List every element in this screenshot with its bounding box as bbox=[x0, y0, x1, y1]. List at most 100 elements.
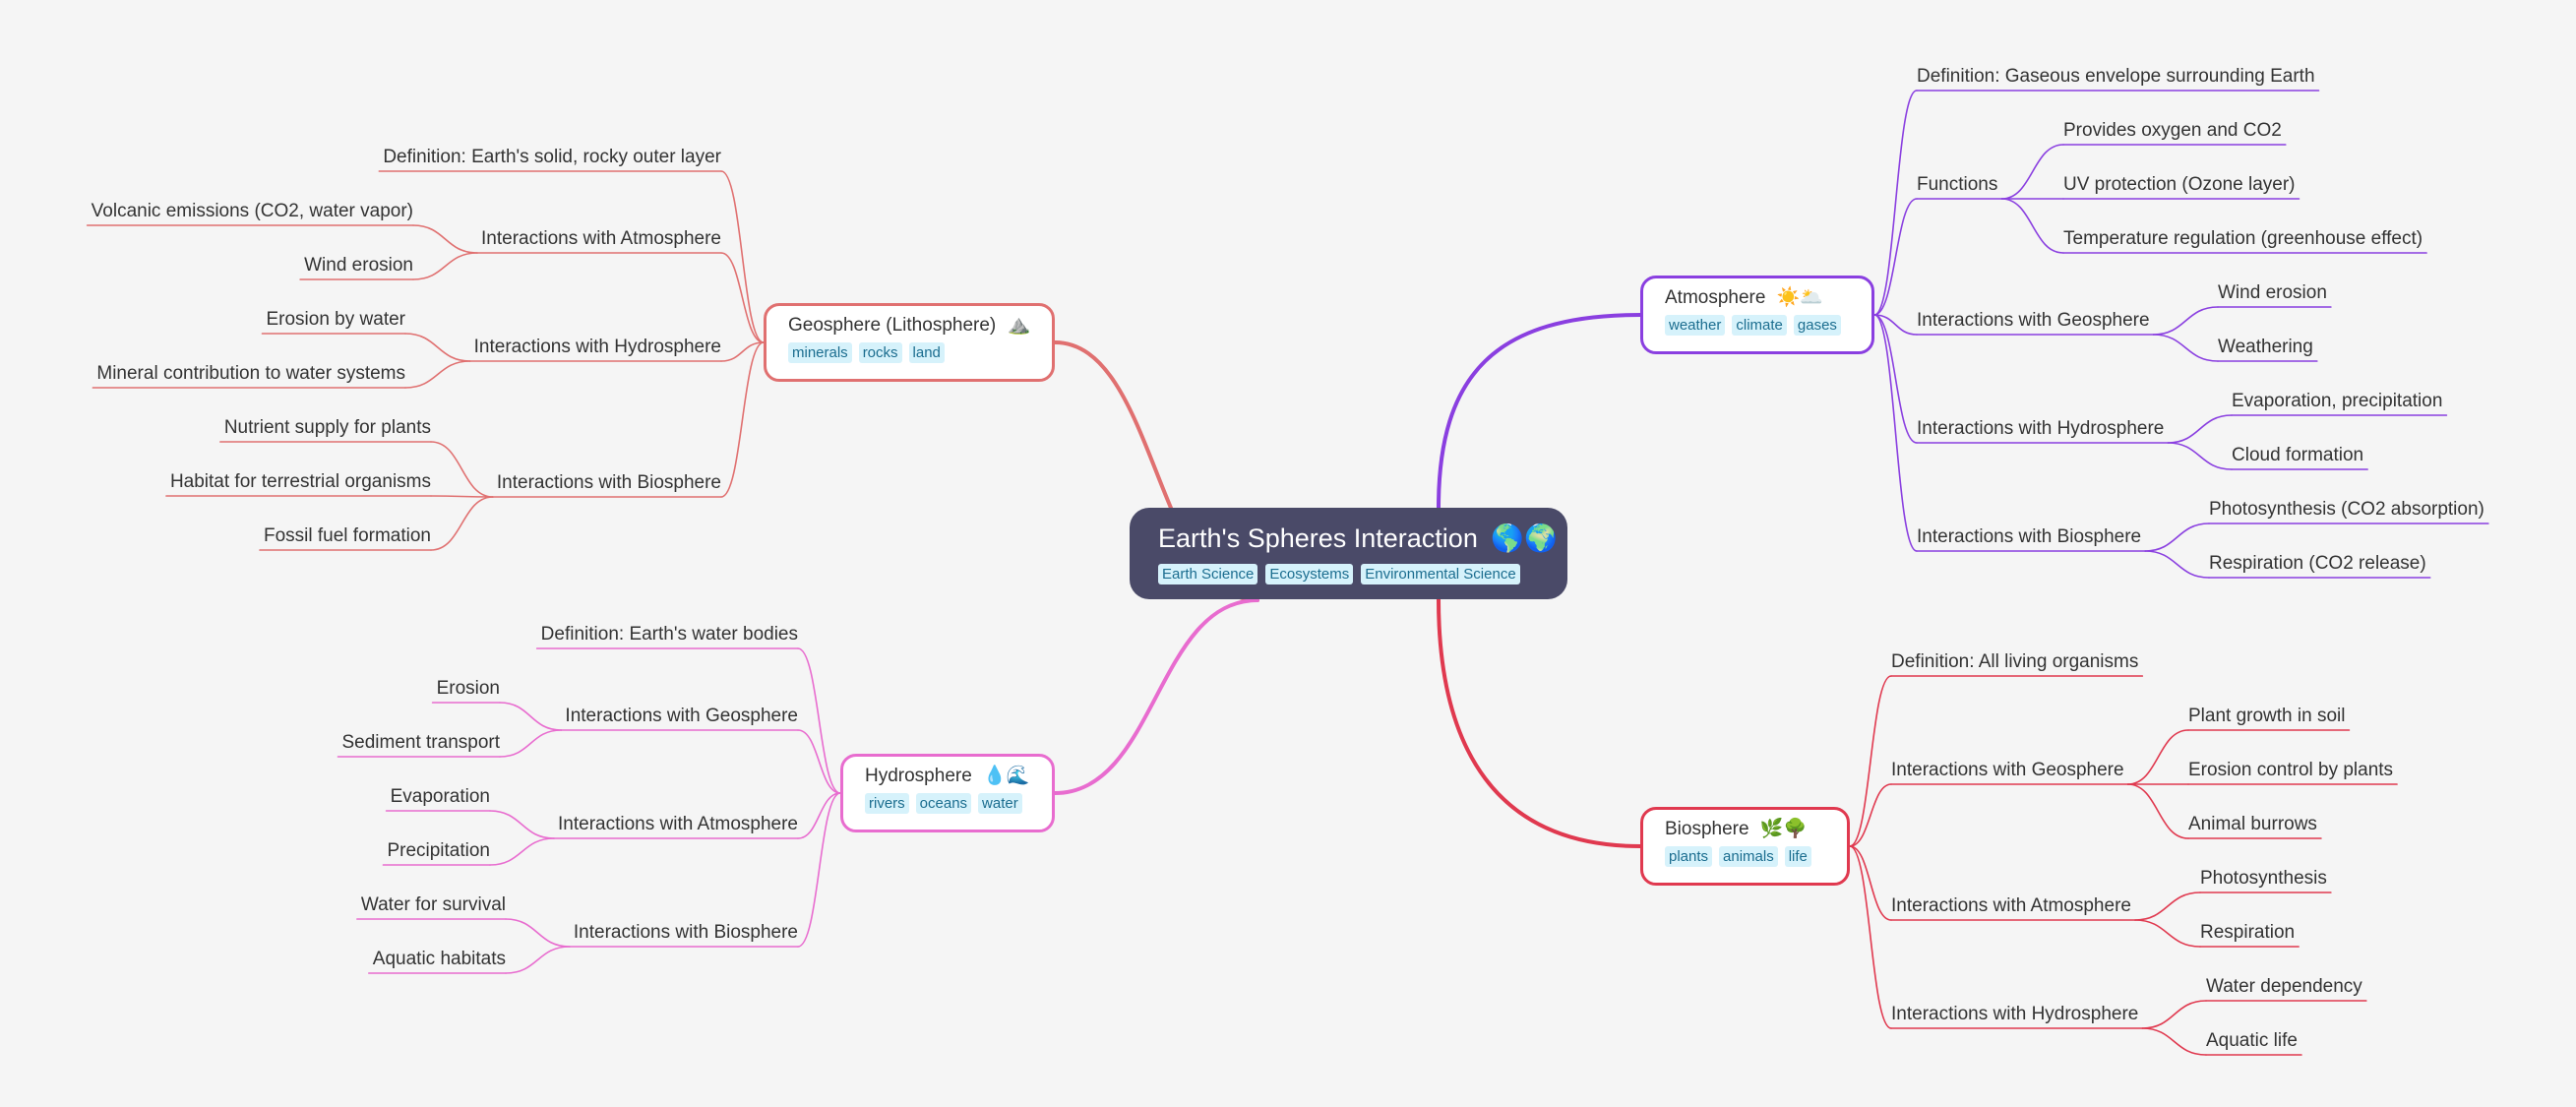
connector-hydrosphere-atmo-items-1 bbox=[489, 837, 555, 866]
biosphere-hydrosphere-item[interactable]: Aquatic life bbox=[2206, 1030, 2298, 1051]
atmosphere-geosphere-item[interactable]: Weathering bbox=[2218, 337, 2313, 357]
geosphere-hydrosphere-item[interactable]: Erosion by water bbox=[266, 309, 405, 330]
tag-rocks[interactable]: rocks bbox=[858, 342, 902, 363]
tag-rivers[interactable]: rivers bbox=[865, 793, 909, 814]
atmosphere-functions[interactable]: Functions bbox=[1917, 174, 1998, 195]
connector-atmosphere-bio-label bbox=[1873, 314, 1918, 552]
tag-gases[interactable]: gases bbox=[1793, 315, 1841, 336]
tag-environmental-science[interactable]: Environmental Science bbox=[1361, 564, 1520, 584]
biosphere-atmosphere-item[interactable]: Photosynthesis bbox=[2200, 868, 2327, 889]
hydrosphere-geosphere-interactions[interactable]: Interactions with Geosphere bbox=[565, 706, 798, 726]
geosphere-biosphere-item[interactable]: Fossil fuel formation bbox=[263, 525, 431, 546]
atmosphere-function-item[interactable]: Provides oxygen and CO2 bbox=[2063, 120, 2282, 141]
tag-minerals[interactable]: minerals bbox=[788, 342, 852, 363]
geosphere-atmosphere-item[interactable]: Wind erosion bbox=[304, 255, 413, 276]
tag-life[interactable]: life bbox=[1784, 846, 1811, 867]
hydrosphere-biosphere-item[interactable]: Aquatic habitats bbox=[372, 949, 506, 969]
connector-biosphere-hydro-items-1 bbox=[2141, 1027, 2207, 1056]
biosphere-hydrosphere-interactions[interactable]: Interactions with Hydrosphere bbox=[1891, 1004, 2139, 1024]
root-node[interactable]: Earth's Spheres Interaction 🌎🌍 Earth Sci… bbox=[1130, 508, 1567, 599]
hydrosphere-atmosphere-item[interactable]: Precipitation bbox=[387, 840, 490, 861]
geosphere-atmosphere-interactions[interactable]: Interactions with Atmosphere bbox=[481, 228, 721, 249]
connector-atmosphere-bio-items-1 bbox=[2144, 550, 2210, 579]
geosphere-definition[interactable]: Definition: Earth's solid, rocky outer l… bbox=[383, 147, 721, 167]
connector-geosphere-hydro-label bbox=[720, 341, 765, 362]
tag-oceans[interactable]: oceans bbox=[915, 793, 972, 814]
connector-hydrosphere-atmo-items-0 bbox=[489, 810, 555, 839]
tag-animals[interactable]: animals bbox=[1719, 846, 1778, 867]
connector-geosphere-atmo-items-0 bbox=[412, 224, 478, 254]
biosphere-geosphere-item[interactable]: Plant growth in soil bbox=[2188, 706, 2346, 726]
hydrosphere-definition[interactable]: Definition: Earth's water bodies bbox=[540, 624, 798, 645]
connector-atmosphere-geo-items-0 bbox=[2152, 306, 2219, 336]
connector-biosphere-geo-items-0 bbox=[2126, 729, 2189, 785]
connector-geosphere-bio-items-2 bbox=[430, 496, 494, 551]
hydrosphere-geosphere-item[interactable]: Sediment transport bbox=[341, 732, 500, 753]
connector-hydrosphere-atmo-label bbox=[797, 792, 841, 839]
connector-hydrosphere-definition bbox=[797, 647, 841, 794]
hydrosphere-biosphere-interactions[interactable]: Interactions with Biosphere bbox=[573, 922, 798, 943]
biosphere-geosphere-interactions[interactable]: Interactions with Geosphere bbox=[1891, 760, 2124, 780]
geosphere-hydrosphere-interactions[interactable]: Interactions with Hydrosphere bbox=[473, 337, 721, 357]
atmosphere-geosphere-interactions[interactable]: Interactions with Geosphere bbox=[1917, 310, 2150, 331]
biosphere-geosphere-item[interactable]: Animal burrows bbox=[2188, 814, 2317, 834]
atmosphere-title: Atmosphere ☀️🌥️ bbox=[1665, 286, 1850, 310]
atmosphere-tags: weather climate gases bbox=[1665, 315, 1850, 336]
geosphere-node[interactable]: Geosphere (Lithosphere) ⛰️ minerals rock… bbox=[764, 303, 1055, 382]
tag-land[interactable]: land bbox=[908, 342, 945, 363]
connector-atmosphere-geo-label bbox=[1873, 314, 1918, 336]
atmosphere-definition[interactable]: Definition: Gaseous envelope surrounding… bbox=[1917, 66, 2315, 87]
water-drop-wave-icon: 💧🌊 bbox=[983, 766, 1030, 786]
tag-water[interactable]: water bbox=[978, 793, 1022, 814]
connector-biosphere-geo-items-2 bbox=[2126, 783, 2189, 839]
geosphere-biosphere-item[interactable]: Nutrient supply for plants bbox=[223, 417, 431, 438]
hydrosphere-tags: rivers oceans water bbox=[865, 793, 1030, 814]
biosphere-definition[interactable]: Definition: All living organisms bbox=[1891, 651, 2139, 672]
connector-biosphere-hydro-label bbox=[1849, 845, 1892, 1029]
atmosphere-function-item[interactable]: Temperature regulation (greenhouse effec… bbox=[2063, 228, 2423, 249]
root-title-text: Earth's Spheres Interaction bbox=[1158, 523, 1478, 553]
tag-plants[interactable]: plants bbox=[1665, 846, 1713, 867]
tag-weather[interactable]: weather bbox=[1665, 315, 1726, 336]
atmosphere-function-item[interactable]: UV protection (Ozone layer) bbox=[2063, 174, 2296, 195]
tag-climate[interactable]: climate bbox=[1732, 315, 1787, 336]
geosphere-biosphere-interactions[interactable]: Interactions with Biosphere bbox=[496, 472, 721, 493]
biosphere-geosphere-item[interactable]: Erosion control by plants bbox=[2188, 760, 2394, 780]
hydrosphere-biosphere-item[interactable]: Water for survival bbox=[360, 894, 506, 915]
tag-earth-science[interactable]: Earth Science bbox=[1158, 564, 1258, 584]
connector-atmosphere-definition bbox=[1873, 90, 1918, 316]
connector-biosphere-hydro-items-0 bbox=[2141, 1000, 2207, 1029]
biosphere-atmosphere-item[interactable]: Respiration bbox=[2200, 922, 2296, 943]
hydrosphere-geosphere-item[interactable]: Erosion bbox=[436, 678, 500, 699]
connector-biosphere-definition bbox=[1849, 675, 1892, 847]
atmosphere-geosphere-item[interactable]: Wind erosion bbox=[2218, 282, 2327, 303]
connector-atmosphere-hydro-items-0 bbox=[2167, 414, 2233, 444]
mountain-icon: ⛰️ bbox=[1007, 315, 1031, 336]
atmosphere-hydrosphere-item[interactable]: Evaporation, precipitation bbox=[2232, 391, 2443, 411]
connector-atmosphere-hydro-label bbox=[1873, 314, 1918, 444]
connector-hydrosphere-geo-items-0 bbox=[499, 702, 563, 731]
biosphere-title-text: Biosphere bbox=[1665, 819, 1749, 839]
tag-ecosystems[interactable]: Ecosystems bbox=[1265, 564, 1354, 584]
biosphere-title: Biosphere 🌿🌳 bbox=[1665, 818, 1825, 841]
atmosphere-biosphere-interactions[interactable]: Interactions with Biosphere bbox=[1917, 526, 2142, 547]
hydrosphere-node[interactable]: Hydrosphere 💧🌊 rivers oceans water bbox=[840, 754, 1055, 832]
biosphere-node[interactable]: Biosphere 🌿🌳 plants animals life bbox=[1640, 807, 1850, 886]
atmosphere-biosphere-item[interactable]: Respiration (CO2 release) bbox=[2209, 553, 2426, 574]
atmosphere-node[interactable]: Atmosphere ☀️🌥️ weather climate gases bbox=[1640, 276, 1874, 354]
geosphere-atmosphere-item[interactable]: Volcanic emissions (CO2, water vapor) bbox=[91, 201, 413, 221]
biosphere-atmosphere-interactions[interactable]: Interactions with Atmosphere bbox=[1891, 895, 2131, 916]
atmosphere-hydrosphere-interactions[interactable]: Interactions with Hydrosphere bbox=[1917, 418, 2165, 439]
geosphere-title-text: Geosphere (Lithosphere) bbox=[788, 315, 997, 336]
plant-tree-icon: 🌿🌳 bbox=[1759, 819, 1808, 839]
geosphere-tags: minerals rocks land bbox=[788, 342, 1030, 363]
geosphere-biosphere-item[interactable]: Habitat for terrestrial organisms bbox=[169, 471, 431, 492]
hydrosphere-atmosphere-item[interactable]: Evaporation bbox=[390, 786, 490, 807]
atmosphere-biosphere-item[interactable]: Photosynthesis (CO2 absorption) bbox=[2209, 499, 2484, 520]
atmosphere-hydrosphere-item[interactable]: Cloud formation bbox=[2232, 445, 2364, 465]
root-tags: Earth Science Ecosystems Environmental S… bbox=[1158, 564, 1540, 584]
biosphere-hydrosphere-item[interactable]: Water dependency bbox=[2206, 976, 2362, 997]
geosphere-title: Geosphere (Lithosphere) ⛰️ bbox=[788, 314, 1030, 338]
hydrosphere-atmosphere-interactions[interactable]: Interactions with Atmosphere bbox=[558, 814, 798, 834]
geosphere-hydrosphere-item[interactable]: Mineral contribution to water systems bbox=[96, 363, 405, 384]
